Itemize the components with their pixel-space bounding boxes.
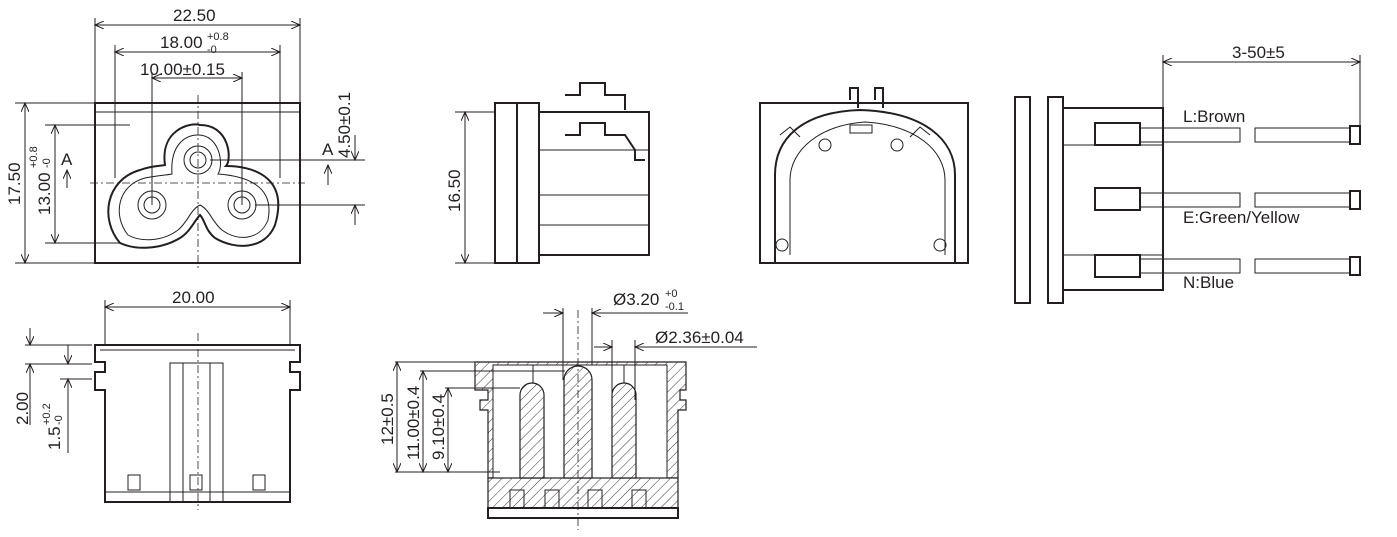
contact-depth-dim: 9.10±0.4 <box>429 394 448 460</box>
bottom-view: 20.00 2.00 1.5 +0.2 -0 <box>13 288 301 510</box>
tol-plus: +0.2 <box>41 403 53 425</box>
side-view: 16.50 <box>445 82 650 264</box>
pin-offset-dim: 4.50±0.1 <box>335 92 354 158</box>
wire-green-yellow <box>1094 187 1361 211</box>
groove-dim: 2.00 <box>13 392 32 425</box>
height-dim: 17.50 <box>5 162 24 205</box>
wire-label-n: N:Blue <box>1183 273 1234 292</box>
tol-plus: +0.8 <box>207 31 229 43</box>
total-depth-dim: 12±0.5 <box>378 393 397 445</box>
tol-minus: -0 <box>41 158 53 168</box>
tol-plus: +0.8 <box>28 146 40 168</box>
bottom-width-dim: 20.00 <box>172 288 215 307</box>
wire-label-l: L:Brown <box>1183 107 1245 126</box>
opening-width-dim: 18.00 <box>160 33 203 52</box>
tol-plus: +0 <box>665 288 678 300</box>
tol-minus: -0 <box>53 415 65 425</box>
section-mark-right: A <box>322 140 334 159</box>
front-view: 22.50 18.00 +0.8 -0 10.00±0.15 17.50 13.… <box>5 6 365 268</box>
contact-diameter-dim: Ø2.36±0.04 <box>655 328 744 347</box>
pin-diameter-dim: Ø3.20 <box>613 290 659 309</box>
wire-blue <box>1094 254 1361 278</box>
rear-view <box>759 87 969 264</box>
pin-depth-dim: 11.00±0.4 <box>404 386 423 460</box>
width-dim: 22.50 <box>173 6 216 25</box>
tol-minus: -0 <box>207 44 217 56</box>
section-view: Ø3.20 +0 -0.1 Ø2.36±0.04 12±0.5 11.00±0.… <box>378 288 757 530</box>
side-height-dim: 16.50 <box>445 169 464 212</box>
section-mark-left: A <box>61 150 73 169</box>
wire-label-e: E:Green/Yellow <box>1183 208 1300 227</box>
tol-minus: -0.1 <box>665 301 684 313</box>
groove-width-dim: 1.5 <box>45 426 64 450</box>
wire-view: L:Brown E:Green/Yellow N:Blue 3-50±5 <box>1014 43 1361 304</box>
wire-brown <box>1094 122 1361 146</box>
opening-height-dim: 13.00 <box>35 172 54 215</box>
wire-length-dim: 3-50±5 <box>1232 43 1285 62</box>
pin-spacing-dim: 10.00±0.15 <box>140 60 225 79</box>
